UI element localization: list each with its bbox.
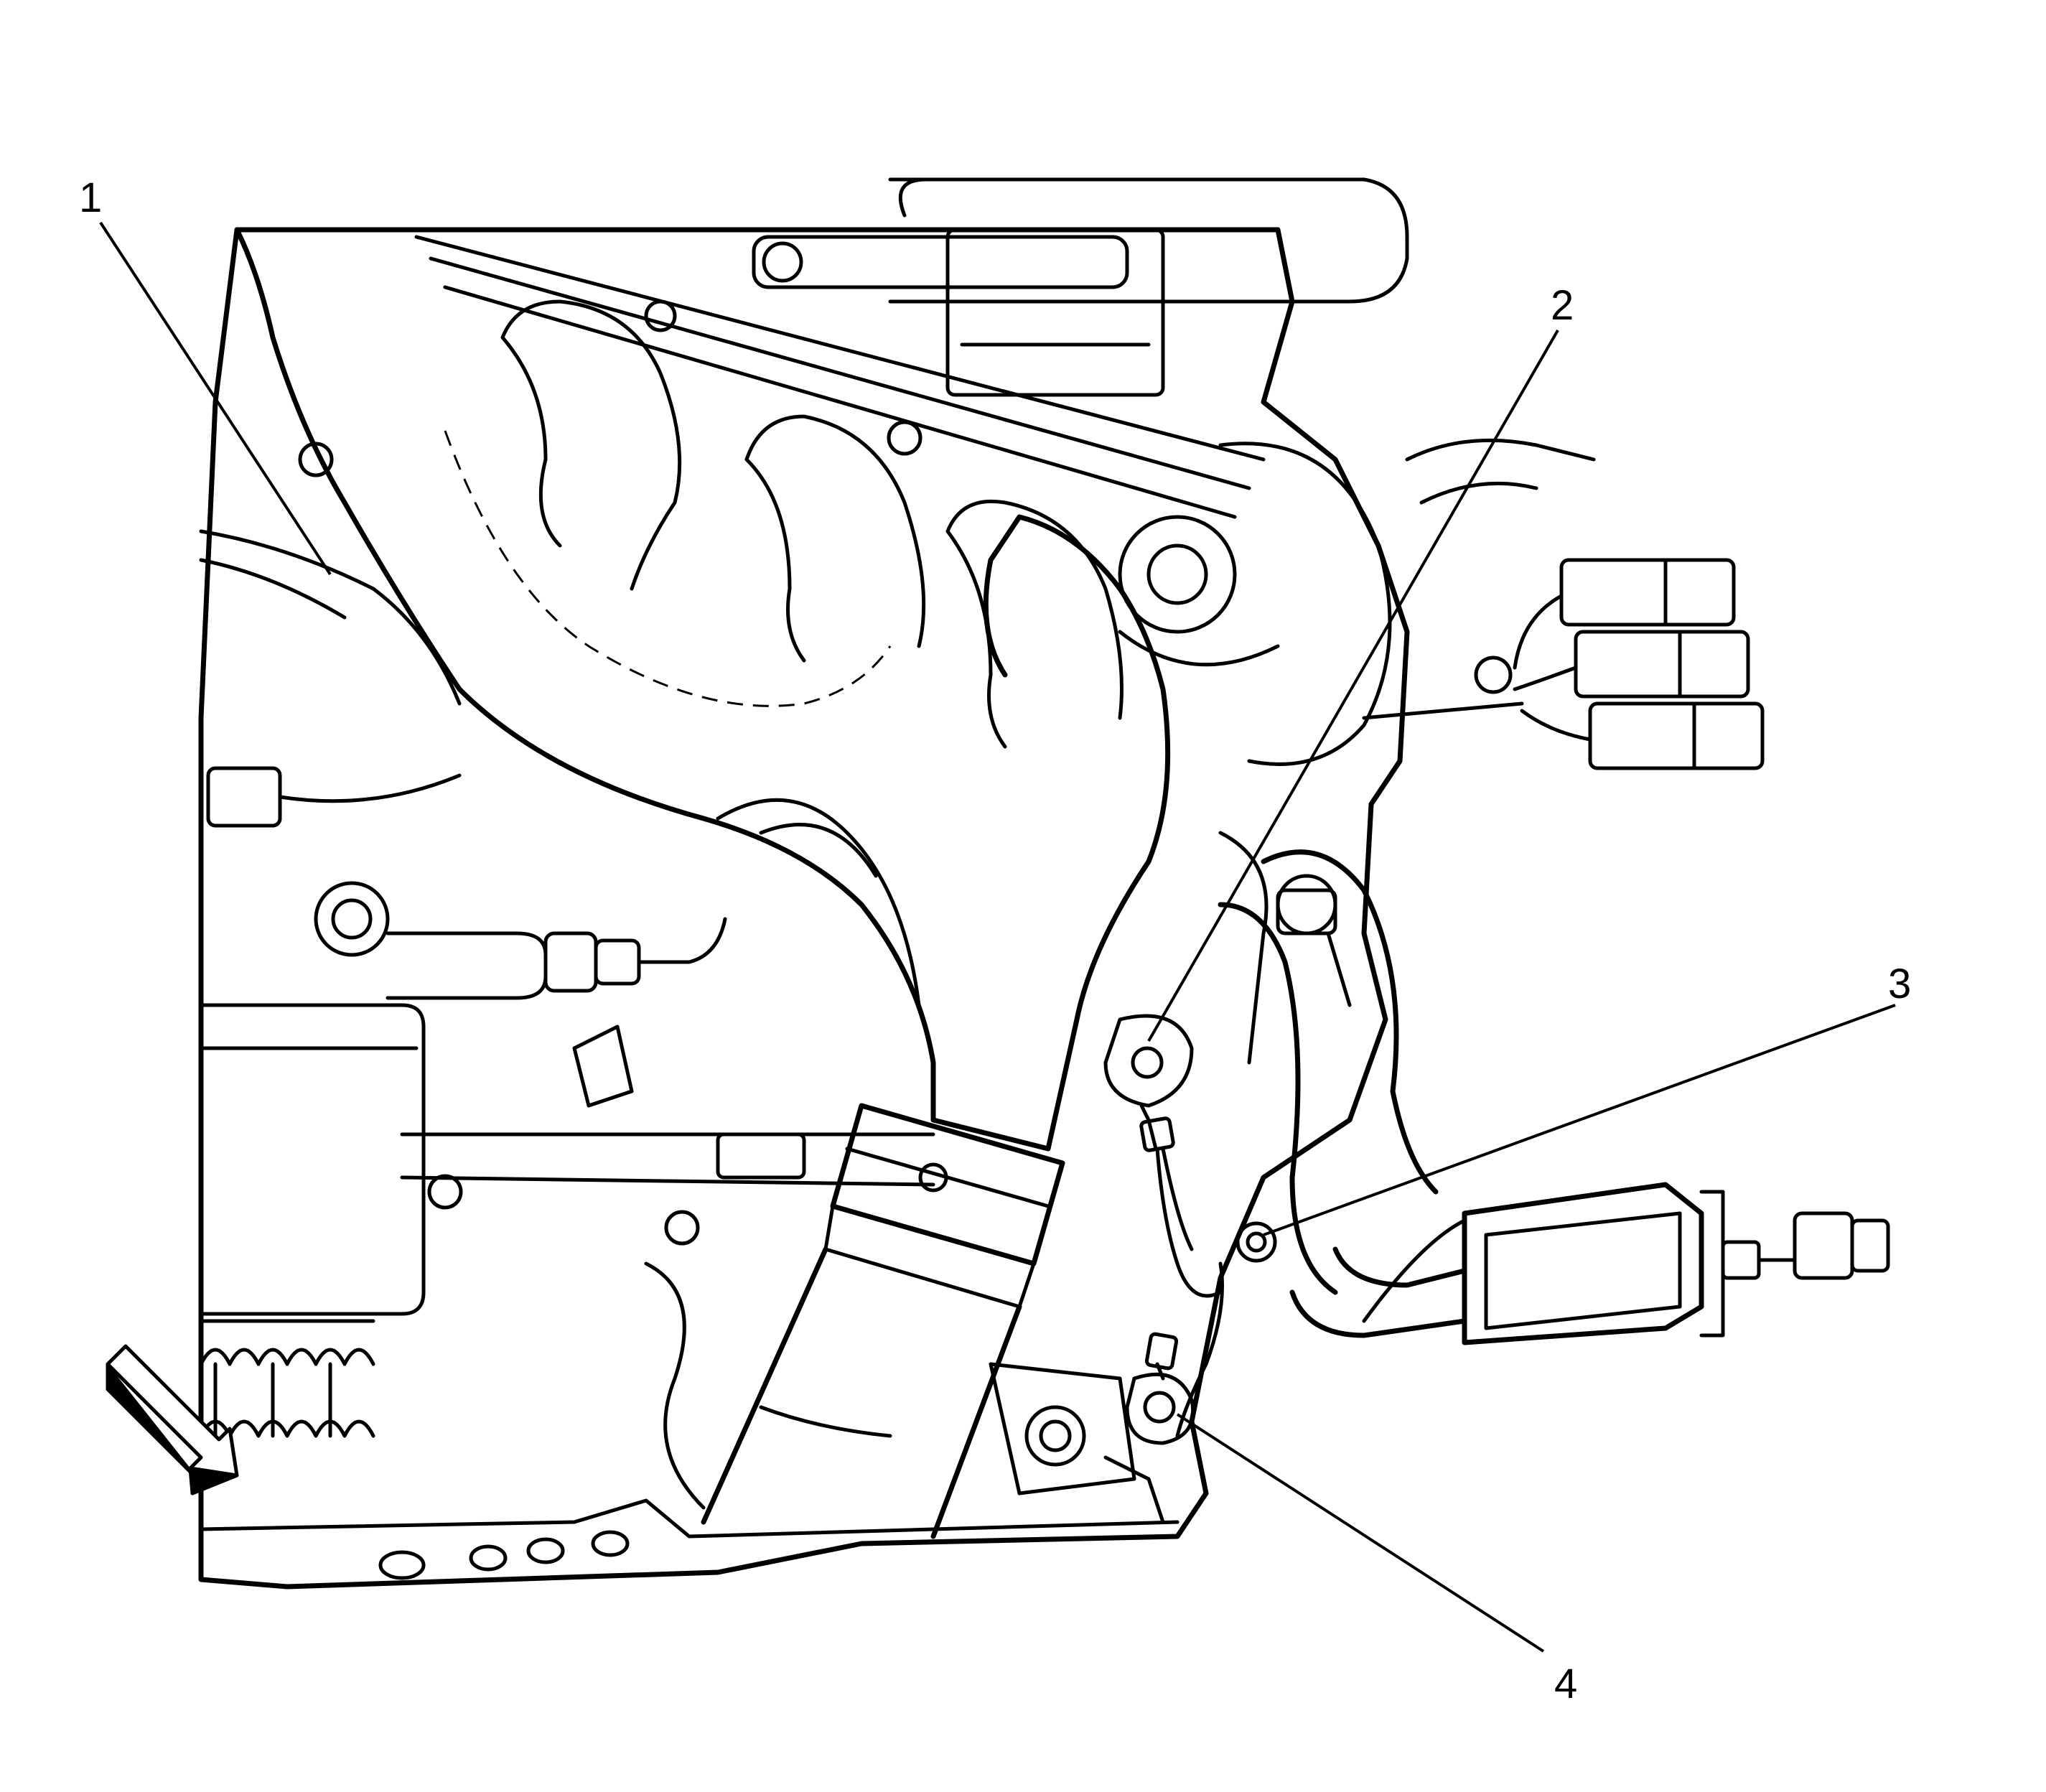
- harness-connector-cluster: [1513, 558, 1765, 770]
- front-direction-arrow-icon: [106, 1344, 239, 1495]
- oil-filter-drawing: [199, 1003, 426, 1438]
- exhaust-pipe-right-drawing: [1218, 849, 1890, 1345]
- engine-block-drawing: [198, 177, 1765, 1590]
- exhaust-manifold-drawing: [234, 227, 1171, 1539]
- callout-4: 4: [1554, 1661, 1577, 1707]
- callout-labels: 1 2 3 4: [79, 174, 1911, 1707]
- callout-3: 3: [1888, 961, 1911, 1007]
- leader-line-3: [1263, 1004, 1896, 1236]
- callout-1: 1: [79, 174, 102, 221]
- leader-line-1: [99, 221, 332, 576]
- leader-lines: [99, 221, 1896, 1653]
- leader-line-4: [1176, 1413, 1545, 1653]
- callout-2: 2: [1551, 282, 1574, 329]
- ground-strap-drawing: [1103, 1014, 1277, 1445]
- leader-line-2: [1147, 330, 1559, 1042]
